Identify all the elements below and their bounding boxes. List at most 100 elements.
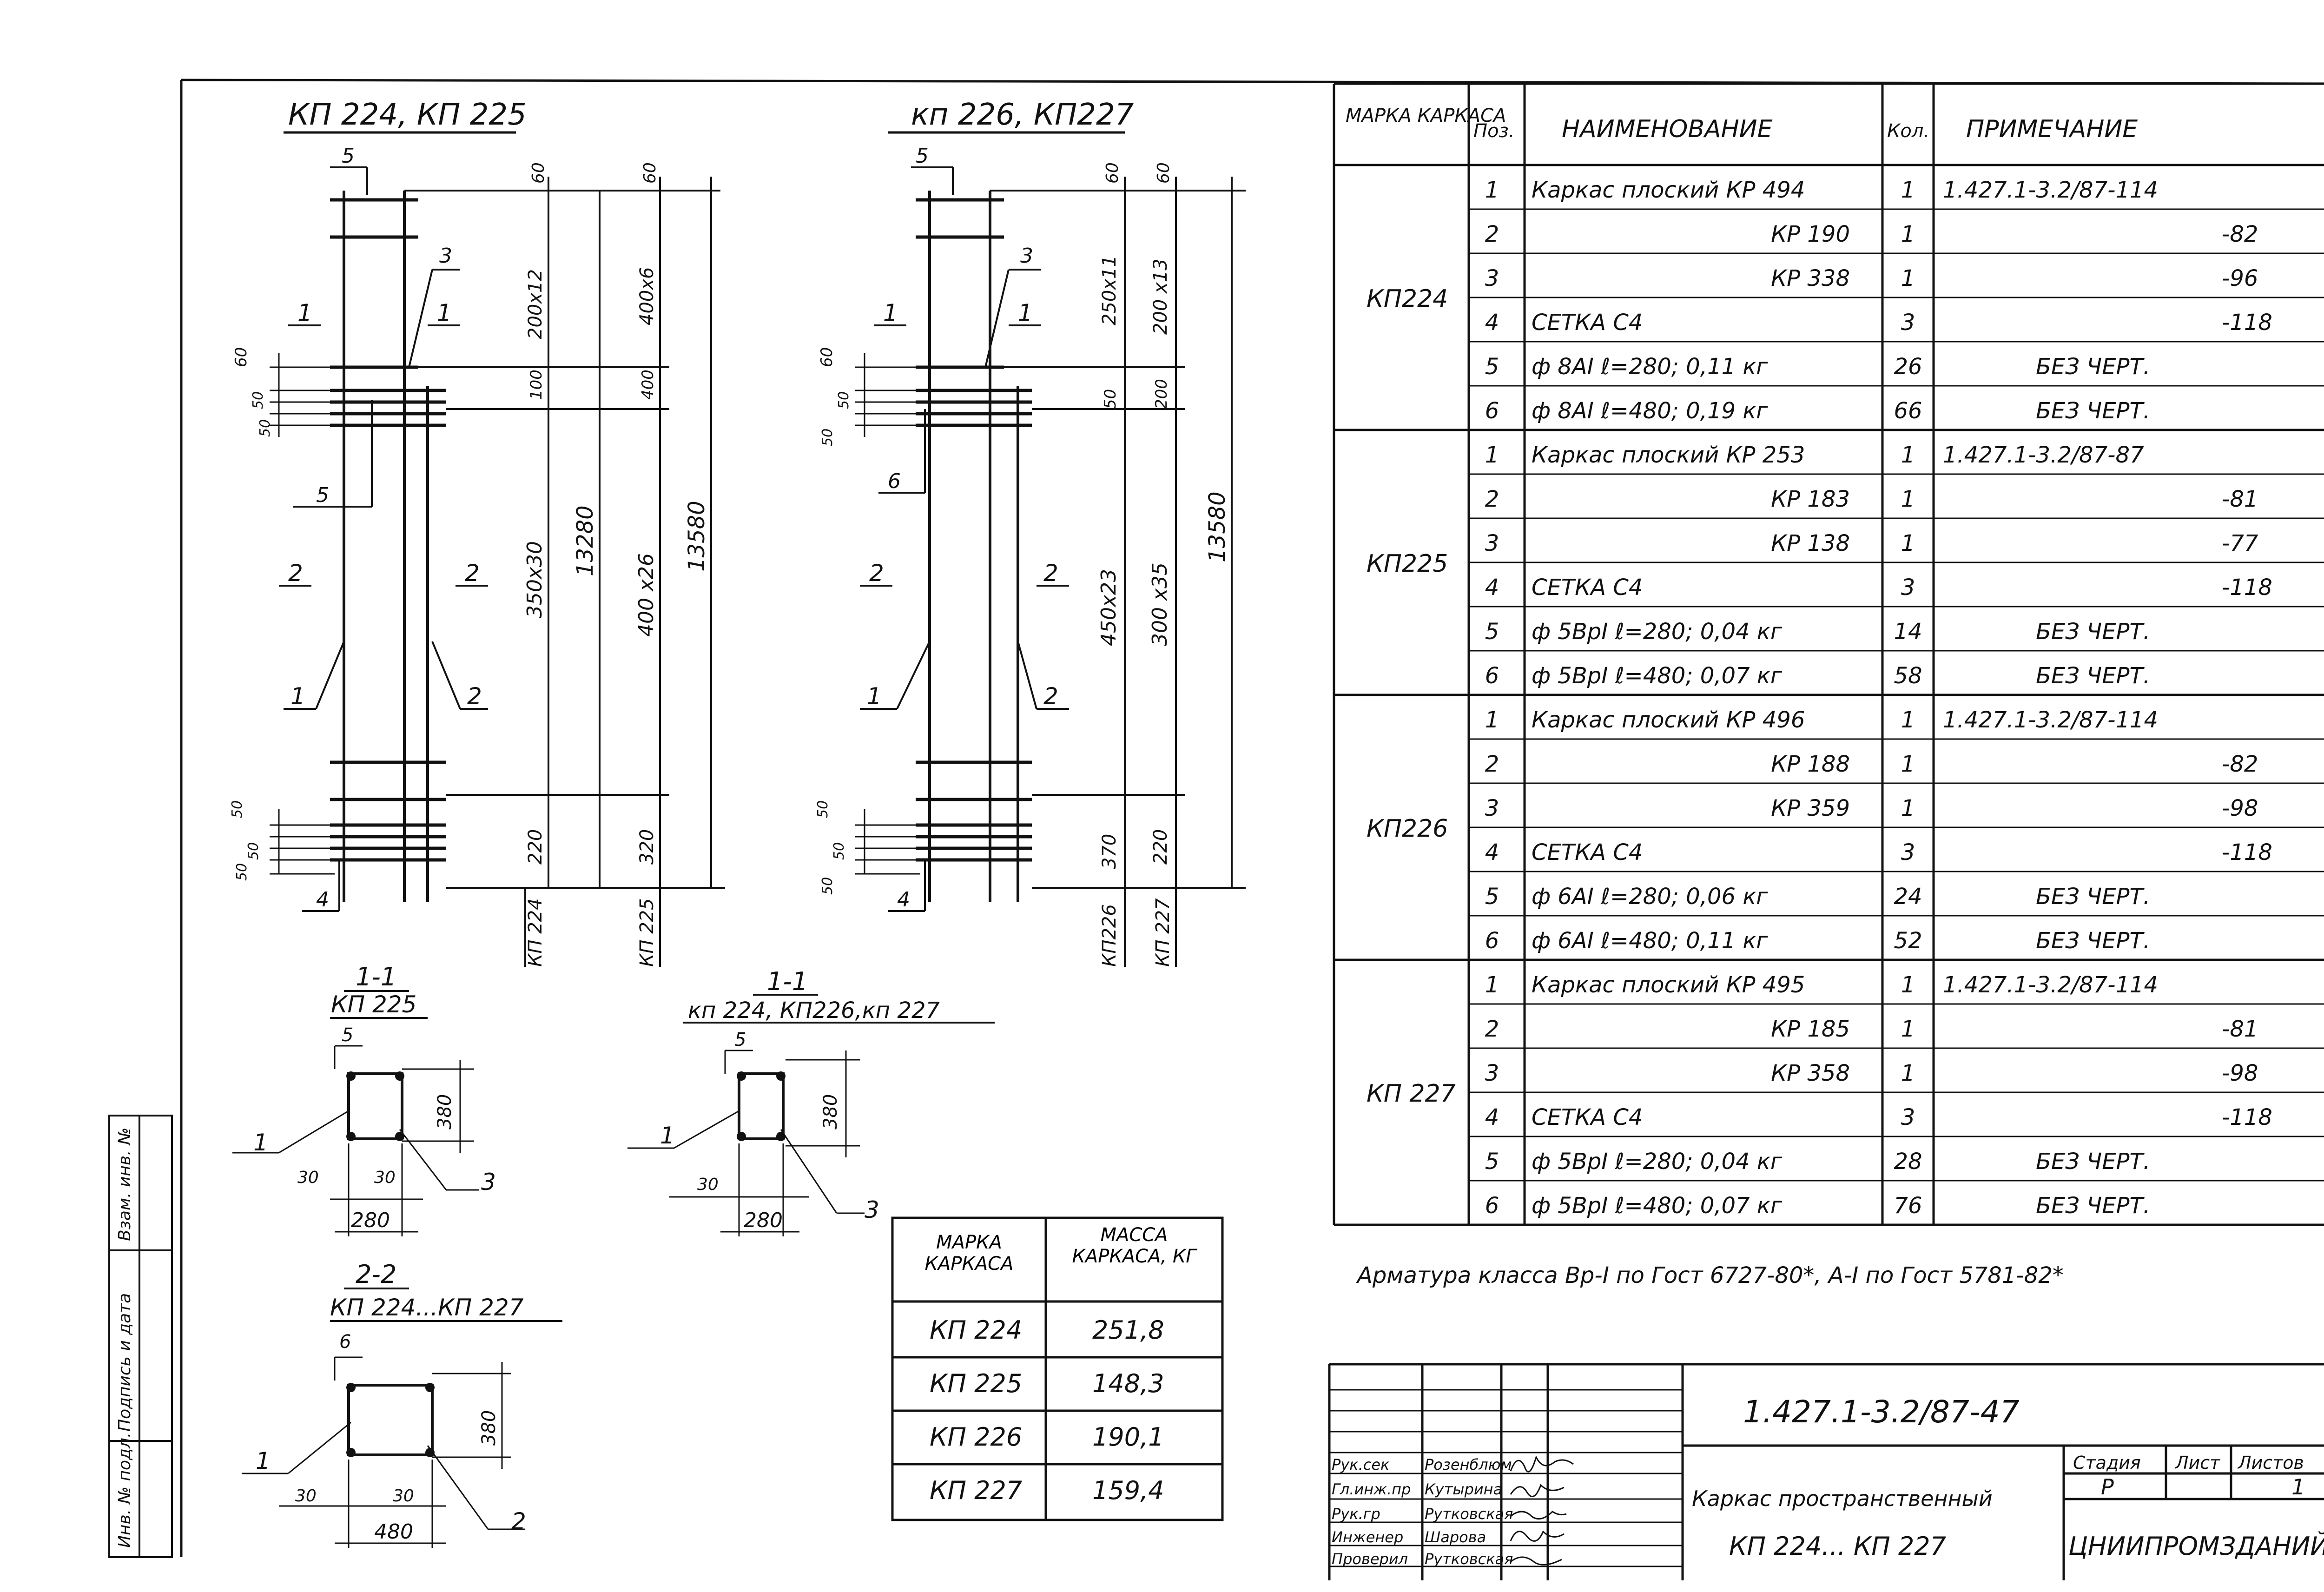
- pos-mark: 4: [316, 888, 329, 912]
- pos-mark: 2: [1043, 560, 1058, 587]
- spec-note: БЕЗ ЧЕРТ.: [2036, 354, 2150, 380]
- spec-note: -96: [2222, 265, 2258, 291]
- dim-text: 200: [1152, 379, 1171, 409]
- tag-text: КП 224: [525, 898, 546, 967]
- spec-qty: 1: [1901, 221, 1915, 247]
- elevation-title: кп 226, КП227: [911, 98, 1134, 132]
- section-edge: 30: [393, 1486, 414, 1506]
- mass-value: 148,3: [1092, 1369, 1164, 1398]
- spec-name: СЕТКА С4: [1532, 310, 1643, 336]
- stamp-replace-label: Взам. инв. №: [115, 1128, 134, 1241]
- role-label: Инженер: [1332, 1528, 1403, 1546]
- pos-mark: 3: [439, 244, 452, 268]
- section-subtitle: КП 225: [331, 991, 416, 1018]
- dim-text: 220: [525, 829, 546, 865]
- spec-note: -81: [2222, 486, 2258, 512]
- role-label: Рук.гр: [1332, 1505, 1380, 1523]
- role-label: Гл.инж.пр: [1332, 1480, 1411, 1498]
- section-edge: 30: [295, 1486, 317, 1506]
- pos-mark: 2: [1043, 683, 1058, 710]
- pos-mark: 2: [467, 683, 482, 710]
- spec-name: ф 5ВрI ℓ=480; 0,07 кг: [1532, 663, 1783, 689]
- spec-name: Каркас плоский КР 494: [1532, 177, 1805, 203]
- pos-mark: 1: [437, 299, 452, 326]
- tag-text: КП226: [1099, 904, 1120, 967]
- spec-note: -98: [2222, 1060, 2258, 1086]
- spec-name: Каркас плоский КР 495: [1532, 972, 1805, 998]
- spec-pos: 5: [1485, 619, 1499, 645]
- dim-text: 400x6: [636, 267, 658, 325]
- pos-mark: 1: [1018, 299, 1033, 326]
- left-dim: 50: [245, 842, 262, 860]
- spec-group-mark: КП224: [1367, 285, 1448, 313]
- mass-value: 251,8: [1092, 1315, 1164, 1345]
- spec-pos: 3: [1485, 1060, 1499, 1086]
- spec-qty: 24: [1894, 884, 1922, 910]
- dim-text: 200 x13: [1150, 258, 1171, 335]
- mass-value: 190,1: [1092, 1422, 1164, 1452]
- spec-pos: 2: [1485, 751, 1499, 777]
- spec-note: -118: [2222, 575, 2272, 601]
- spec-group-mark: КП 227: [1367, 1080, 1456, 1108]
- spec-note: 1.427.1-3.2/87-114: [1943, 177, 2158, 203]
- elevation-title: КП 224, КП 225: [288, 98, 527, 132]
- doc-name-line2: КП 224... КП 227: [1729, 1532, 1946, 1561]
- section-height: 380: [434, 1094, 456, 1130]
- spec-qty: 1: [1901, 795, 1915, 821]
- spec-note: 1.427.1-3.2/87-114: [1943, 972, 2158, 998]
- doc-name-line1: Каркас пространственный: [1692, 1486, 1993, 1511]
- spec-group-mark: КП225: [1367, 550, 1448, 578]
- section-pos: 2: [511, 1508, 526, 1535]
- mass-mark: КП 227: [930, 1476, 1022, 1505]
- pos-mark: 3: [1020, 244, 1033, 268]
- spec-qty: 1: [1901, 751, 1915, 777]
- pos-mark: 5: [916, 144, 929, 168]
- section-height: 380: [478, 1410, 500, 1446]
- pos-mark: 2: [288, 560, 303, 587]
- spec-name: КР 185: [1771, 1016, 1850, 1042]
- spec-pos: 5: [1485, 884, 1499, 910]
- left-dim: 50: [819, 877, 836, 895]
- spec-note: 1.427.1-3.2/87-114: [1943, 707, 2158, 733]
- dim-text: 220: [1150, 829, 1171, 865]
- section-edge: 30: [297, 1168, 319, 1187]
- spec-pos: 6: [1485, 398, 1499, 424]
- spec-head-name: НАИМЕНОВАНИЕ: [1562, 115, 1773, 143]
- spec-qty: 3: [1901, 1104, 1915, 1130]
- spec-pos: 3: [1485, 795, 1499, 821]
- mass-table: МАРКА КАРКАСА МАССА КАРКАСА, КГ КП 224 2…: [891, 1216, 1224, 1521]
- section-pos: 1: [256, 1447, 271, 1474]
- left-dim: 50: [815, 800, 831, 818]
- pos-mark: 1: [883, 299, 898, 326]
- spec-pos: 5: [1485, 1149, 1499, 1175]
- spec-pos: 4: [1485, 839, 1499, 865]
- organization: ЦНИИПРОМЗДАНИЙ: [2068, 1532, 2324, 1561]
- spec-note: БЕЗ ЧЕРТ.: [2036, 663, 2150, 689]
- sheets-value: 1: [2291, 1474, 2305, 1500]
- pos-mark: 1: [290, 683, 305, 710]
- spec-qty: 1: [1901, 177, 1915, 203]
- spec-note: -82: [2222, 221, 2258, 247]
- dim-text: 13580: [684, 501, 710, 572]
- section-1-1-kp225: 1-1 КП 225 5 380 280 30 30 1 3: [232, 962, 496, 1236]
- spec-note: БЕЗ ЧЕРТ.: [2036, 928, 2150, 954]
- spec-qty: 66: [1894, 398, 1922, 424]
- spec-note: БЕЗ ЧЕРТ.: [2036, 398, 2150, 424]
- tag-text: КП 225: [636, 898, 658, 967]
- spec-pos: 1: [1485, 442, 1499, 468]
- left-dim: 50: [229, 800, 245, 818]
- title-block: 1.427.1-3.2/87-47 Рук.сек Розенблюм Гл.и…: [1328, 1363, 2324, 1580]
- spec-qty: 3: [1901, 310, 1915, 336]
- section-width: 280: [744, 1209, 783, 1232]
- spec-qty: 1: [1901, 265, 1915, 291]
- spec-pos: 5: [1485, 354, 1499, 380]
- spec-pos: 3: [1485, 530, 1499, 556]
- left-dim: 60: [818, 347, 836, 367]
- spec-qty: 52: [1894, 928, 1922, 954]
- spec-name: КР 358: [1771, 1060, 1850, 1086]
- dim-text: 250x11: [1099, 255, 1120, 325]
- spec-name: ф 8АI ℓ=280; 0,11 кг: [1532, 354, 1768, 380]
- spec-note: -118: [2222, 839, 2272, 865]
- pos-mark: 2: [465, 560, 480, 587]
